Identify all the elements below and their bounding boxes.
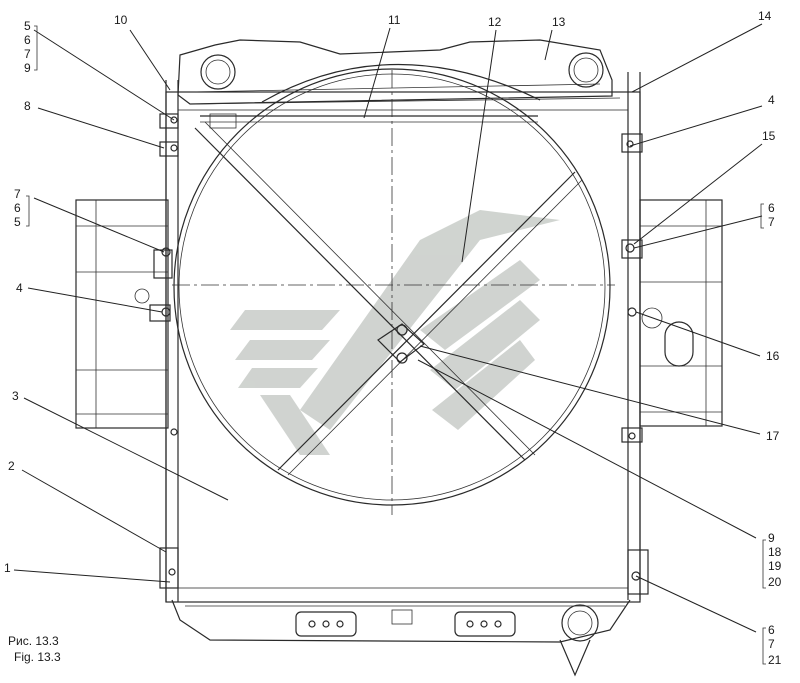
bottom-cap (561, 604, 599, 642)
radiator-frame (165, 72, 641, 603)
callout-8: 8 (24, 99, 31, 113)
left-side-panel (75, 199, 169, 429)
callout-7-bot: 7 (768, 637, 775, 651)
group-brackets (26, 25, 766, 665)
callout-20: 20 (768, 575, 782, 589)
fan-shroud (172, 63, 615, 515)
callout-21: 21 (768, 653, 782, 667)
callout-17: 17 (766, 429, 780, 443)
callout-15: 15 (762, 129, 776, 143)
callout-9-top: 9 (24, 61, 31, 75)
callout-7-mid: 7 (14, 187, 21, 201)
callout-18: 18 (768, 545, 782, 559)
callout-5-mid: 5 (14, 215, 21, 229)
figure-caption-en: Fig. 13.3 (14, 650, 61, 664)
fan-hub (377, 323, 425, 364)
callout-4-right: 4 (768, 93, 775, 107)
callout-2: 2 (8, 459, 15, 473)
callout-7-top: 7 (24, 47, 31, 61)
callout-16: 16 (766, 349, 780, 363)
callout-1: 1 (4, 561, 11, 575)
right-side-panel (639, 199, 723, 427)
left-cap (200, 54, 236, 90)
callout-labels: 5 6 7 9 10 8 11 12 13 14 4 15 7 6 5 6 7 … (4, 9, 782, 667)
diagonal-braces (194, 121, 583, 476)
callout-6-right: 6 (768, 201, 775, 215)
callout-6-bot: 6 (768, 623, 775, 637)
callout-3: 3 (12, 389, 19, 403)
callout-12: 12 (488, 15, 502, 29)
callout-9-bot: 9 (768, 531, 775, 545)
top-tank (177, 39, 621, 129)
callout-6-top: 6 (24, 33, 31, 47)
callout-10: 10 (114, 13, 128, 27)
callout-5-top: 5 (24, 19, 31, 33)
mounting-brackets (134, 113, 694, 595)
callout-11: 11 (388, 13, 401, 27)
figure-caption-ru: Рис. 13.3 (8, 634, 59, 648)
callout-13: 13 (552, 15, 566, 29)
callout-14: 14 (758, 9, 772, 23)
callout-7-right: 7 (768, 215, 775, 229)
watermark-logo (230, 210, 560, 455)
leader-lines (13, 23, 763, 633)
callout-19: 19 (768, 559, 782, 573)
callout-6-mid: 6 (14, 201, 21, 215)
bottom-tank (171, 599, 631, 677)
callout-4-left: 4 (16, 281, 23, 295)
right-cap (568, 52, 604, 88)
